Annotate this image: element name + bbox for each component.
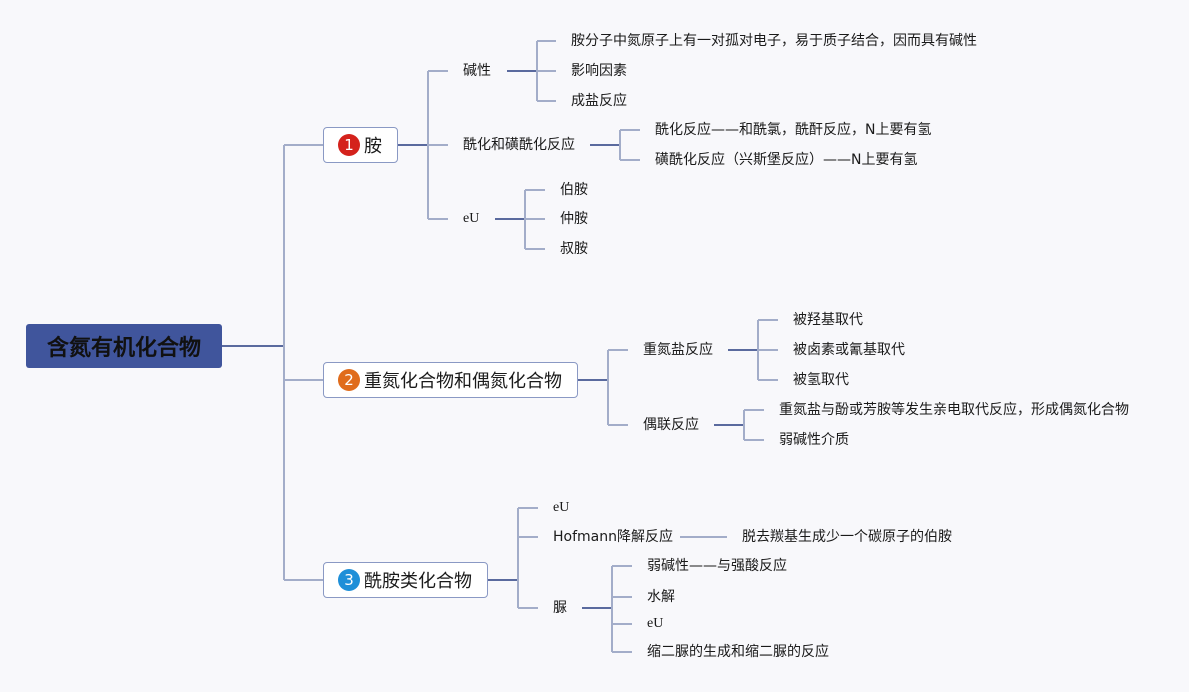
topic-amine[interactable]: 1 胺 xyxy=(323,127,398,163)
subtopic-coupling[interactable]: 偶联反应 xyxy=(643,417,699,433)
root-label: 含氮有机化合物 xyxy=(46,336,201,361)
leaf-item[interactable]: eU xyxy=(647,616,664,631)
topic-label: 胺 xyxy=(364,136,382,157)
leaf-item[interactable]: 被卤素或氰基取代 xyxy=(793,342,905,358)
subtopic-diazonium-reaction[interactable]: 重氮盐反应 xyxy=(643,342,713,358)
leaf-item[interactable]: 弱碱性——与强酸反应 xyxy=(647,558,787,574)
subtopic-eu[interactable]: eU xyxy=(553,500,570,515)
root-node[interactable]: 含氮有机化合物 xyxy=(26,324,222,368)
subtopic-eu[interactable]: eU xyxy=(463,211,480,226)
subtopic-basicity[interactable]: 碱性 xyxy=(463,63,491,79)
leaf-item[interactable]: 酰化反应——和酰氯，酰酐反应，N上要有氢 xyxy=(655,122,932,138)
leaf-item[interactable]: 缩二脲的生成和缩二脲的反应 xyxy=(647,644,829,660)
topic-label: 重氮化合物和偶氮化合物 xyxy=(364,371,562,392)
leaf-item[interactable]: 被羟基取代 xyxy=(793,312,863,328)
leaf-item[interactable]: 重氮盐与酚或芳胺等发生亲电取代反应，形成偶氮化合物 xyxy=(779,402,1129,418)
leaf-item[interactable]: 弱碱性介质 xyxy=(779,432,849,448)
subtopic-urea[interactable]: 脲 xyxy=(553,600,567,616)
leaf-item[interactable]: 水解 xyxy=(647,589,675,605)
leaf-item[interactable]: 成盐反应 xyxy=(571,93,627,109)
leaf-item[interactable]: 叔胺 xyxy=(560,241,588,257)
leaf-item[interactable]: 脱去羰基生成少一个碳原子的伯胺 xyxy=(742,529,952,545)
leaf-item[interactable]: 被氢取代 xyxy=(793,372,849,388)
number-badge-icon: 1 xyxy=(338,134,360,156)
subtopic-hofmann[interactable]: Hofmann降解反应 xyxy=(553,529,673,545)
leaf-item[interactable]: 磺酰化反应（兴斯堡反应）——N上要有氢 xyxy=(655,152,918,168)
topic-amide[interactable]: 3 酰胺类化合物 xyxy=(323,562,488,598)
leaf-item[interactable]: 伯胺 xyxy=(560,182,588,198)
number-badge-icon: 2 xyxy=(338,369,360,391)
topic-label: 酰胺类化合物 xyxy=(364,571,472,592)
subtopic-acylation[interactable]: 酰化和磺酰化反应 xyxy=(463,137,575,153)
topic-diazo[interactable]: 2 重氮化合物和偶氮化合物 xyxy=(323,362,578,398)
leaf-item[interactable]: 仲胺 xyxy=(560,211,588,227)
number-badge-icon: 3 xyxy=(338,569,360,591)
leaf-item[interactable]: 影响因素 xyxy=(571,63,627,79)
leaf-item[interactable]: 胺分子中氮原子上有一对孤对电子，易于质子结合，因而具有碱性 xyxy=(571,33,977,49)
